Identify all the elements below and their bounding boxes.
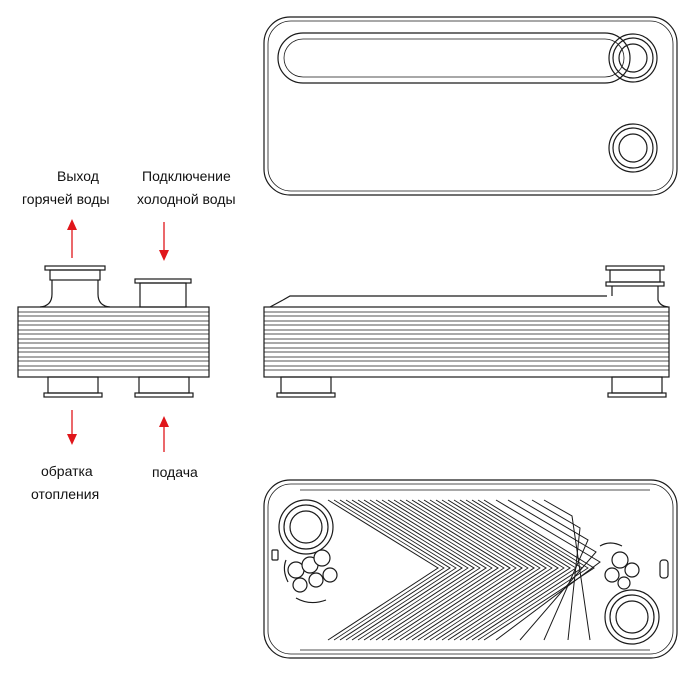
front-plate-lines <box>18 311 209 371</box>
plate-port-lower-right <box>604 589 660 645</box>
front-pipe-heating-return <box>43 376 103 398</box>
hot-water-out-label-line2: горячей воды <box>22 191 110 207</box>
plate-left-slot <box>271 549 279 561</box>
heating-return-label-line2: отопления <box>31 486 100 502</box>
plate-port-upper-left <box>278 499 334 555</box>
side-bottom-pipe-right <box>607 376 667 398</box>
plate-chevron-pattern <box>327 499 601 641</box>
side-plate-pack <box>263 306 670 378</box>
top-port-upper <box>608 33 658 83</box>
plate-right-bosses <box>599 542 640 590</box>
front-view <box>17 265 210 398</box>
side-top-bevel <box>282 295 607 301</box>
arrow-cold-water-in <box>159 222 169 261</box>
supply-label: подача <box>152 464 198 480</box>
plate-outer-frame <box>263 479 678 659</box>
plate-chevron-pattern-inner <box>333 499 589 641</box>
side-plate-lines <box>264 311 669 371</box>
arrow-supply <box>159 416 169 452</box>
front-pipe-supply <box>134 376 194 398</box>
hot-water-out-label-line1: Выход <box>57 168 99 184</box>
arrow-heating-return <box>67 410 77 445</box>
plate-right-slot <box>659 559 669 579</box>
side-top-pipe <box>605 265 669 308</box>
front-plate-pack <box>17 306 210 378</box>
plate-view <box>263 479 678 659</box>
side-view <box>263 265 670 398</box>
top-view-outer-frame <box>263 16 678 196</box>
front-pipe-hot-water-out <box>39 265 111 308</box>
plate-left-bosses <box>283 549 338 604</box>
cold-water-in-label-line1: Подключение <box>142 168 231 184</box>
top-view <box>263 16 678 196</box>
heating-return-label-line1: обратка <box>41 463 93 479</box>
front-pipe-cold-water-in <box>134 278 192 308</box>
top-port-lower <box>608 123 658 173</box>
cold-water-in-label-line2: холодной воды <box>137 191 236 207</box>
top-view-channel <box>277 32 631 84</box>
side-bottom-pipe-left <box>276 376 336 398</box>
arrow-hot-water-out <box>67 219 77 258</box>
